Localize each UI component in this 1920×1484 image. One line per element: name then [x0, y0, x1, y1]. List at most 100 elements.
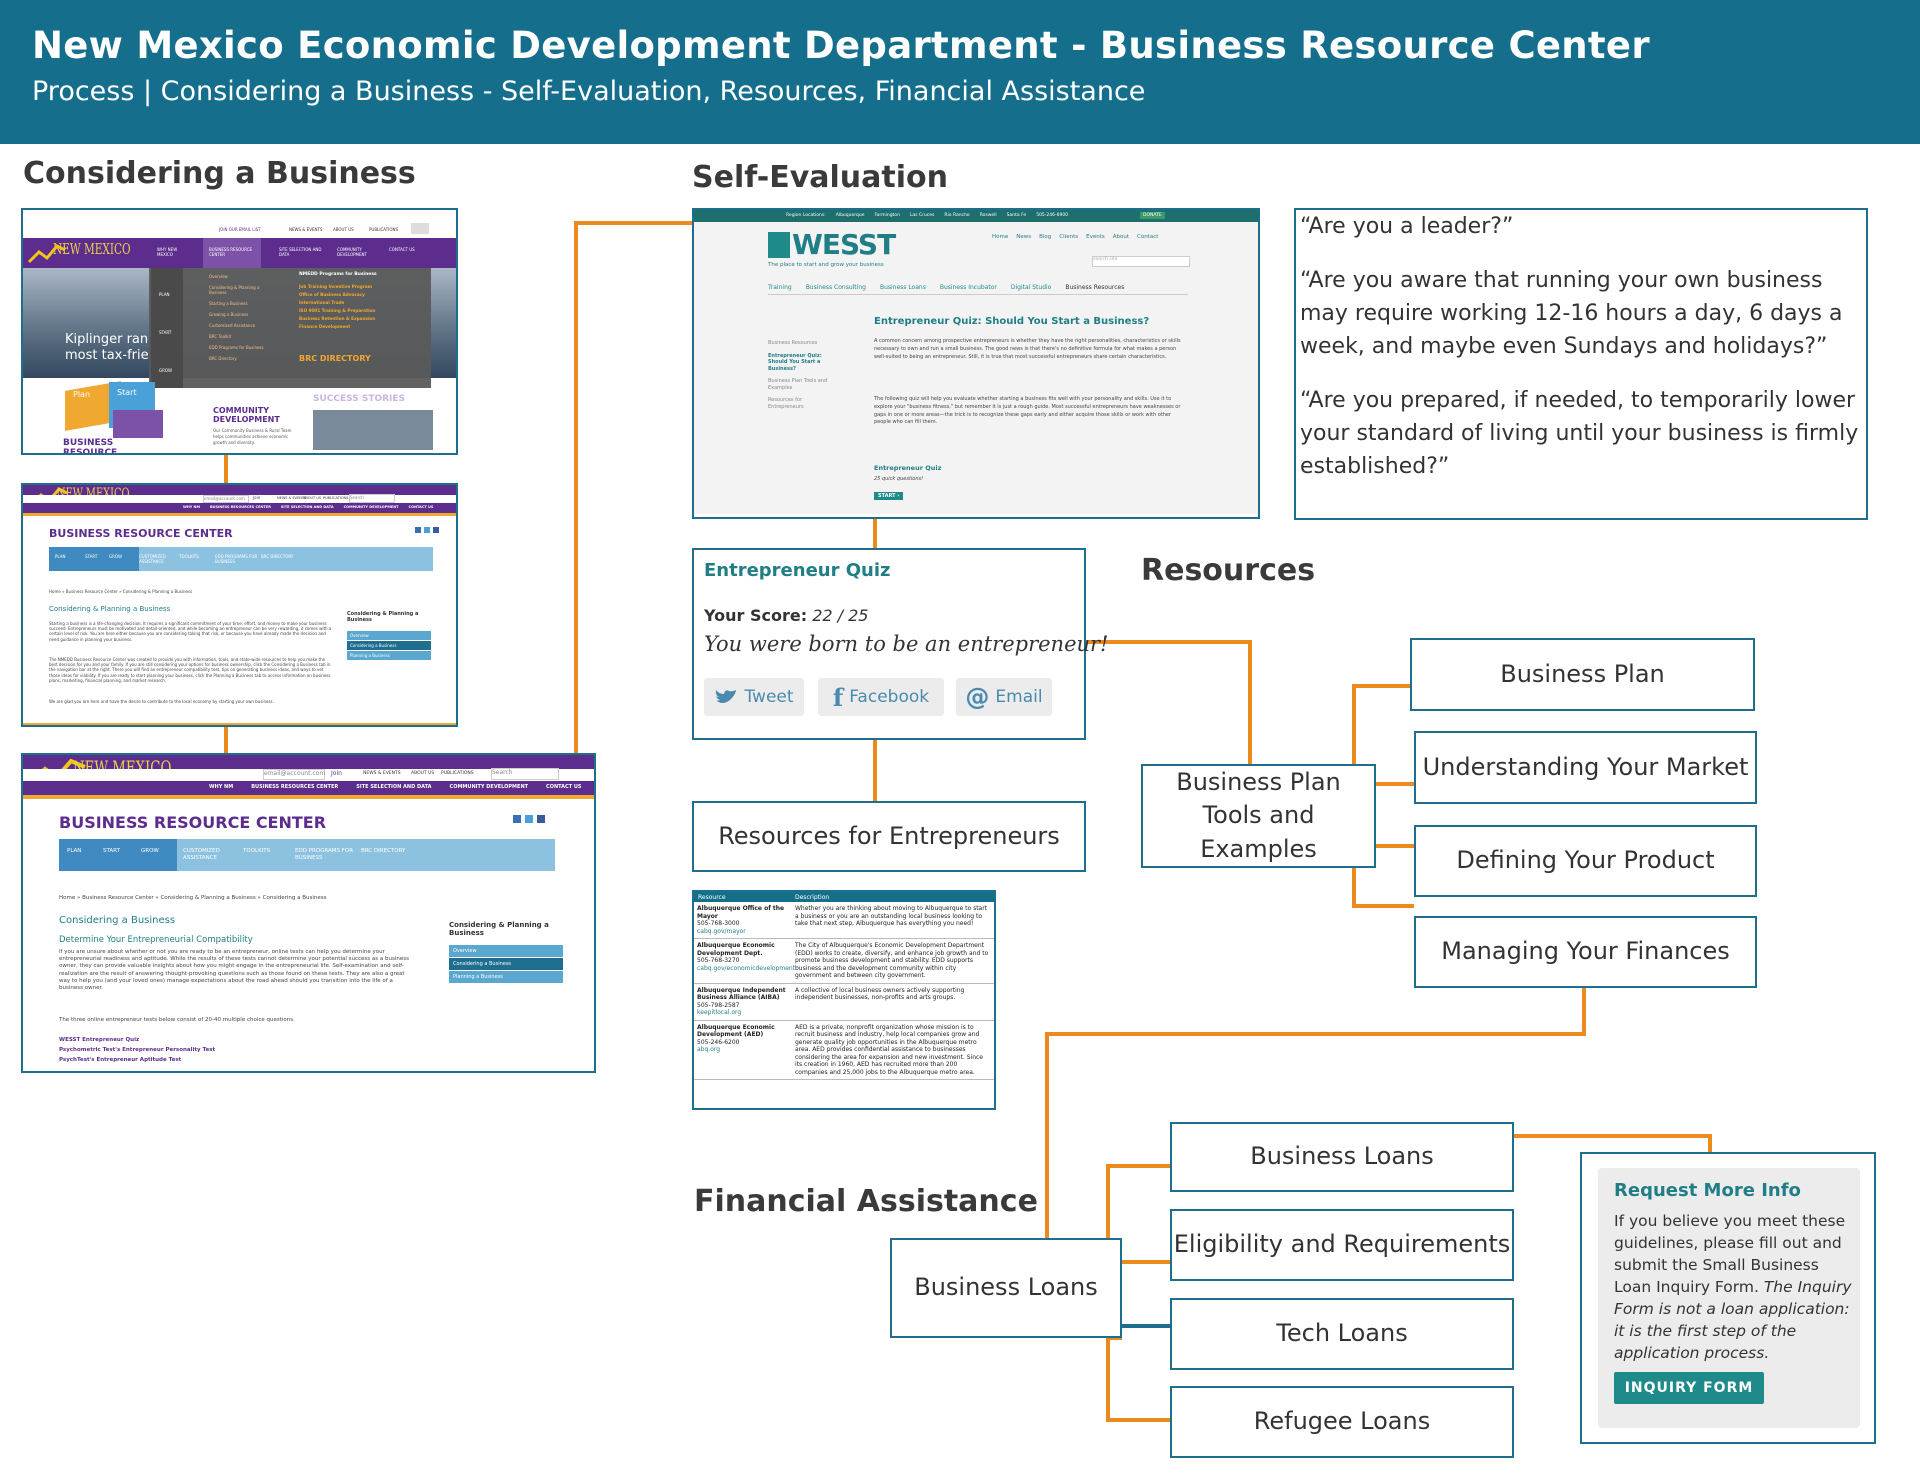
tab-item[interactable]: CUSTOMIZED ASSISTANCE [139, 554, 166, 564]
side-nav-item[interactable]: Entrepreneur Quiz: Should You Start a Bu… [768, 352, 822, 372]
social-icon[interactable] [525, 815, 533, 823]
side-nav-item[interactable]: Business Plan Tools and Examples [768, 378, 828, 391]
main-nav-item[interactable]: Training [768, 284, 792, 291]
nav-item[interactable]: BUSINESS RESOURCES CENTER [251, 784, 339, 790]
top-link[interactable]: NEWS & EVENTS [289, 227, 323, 232]
top-nav-item[interactable]: Events [1086, 234, 1105, 240]
tab-item[interactable]: TOOLKITS [243, 848, 271, 854]
region-item[interactable]: Rio Rancho [944, 213, 970, 218]
nav-item[interactable]: COMMUNITY DEVELOPMENT [449, 784, 529, 790]
node-tech-loans[interactable]: Tech Loans [1170, 1298, 1514, 1370]
top-link[interactable]: ABOUT US [303, 496, 322, 500]
side-nav-item[interactable]: Overview [449, 945, 563, 957]
tab-item[interactable]: GROW [109, 554, 122, 559]
nav-item[interactable]: SITE SELECTION AND DATA [279, 247, 322, 257]
main-nav-item[interactable]: Business Consulting [805, 284, 866, 291]
inquiry-form-button[interactable]: INQUIRY FORM [1614, 1372, 1764, 1404]
social-icon[interactable] [537, 815, 545, 823]
menu-item[interactable]: Office of Business Advocacy [299, 292, 365, 297]
main-nav-item[interactable]: Digital Studio [1010, 284, 1052, 291]
node-managing-finances[interactable]: Managing Your Finances [1414, 916, 1757, 988]
menu-item[interactable]: Starting a Business [209, 301, 248, 306]
nav-item[interactable]: CONTACT US [408, 505, 434, 509]
email-input[interactable]: email@account.com [203, 495, 249, 503]
top-nav-item[interactable]: About [1112, 234, 1129, 240]
tab-item[interactable]: GROW [141, 848, 159, 854]
join-link[interactable]: Join [253, 495, 261, 500]
region-item[interactable]: Santa Fe [1006, 213, 1027, 218]
top-link[interactable]: PUBLICATIONS [323, 496, 349, 500]
nav-item[interactable]: WHY NM [183, 505, 200, 509]
side-nav-item[interactable]: Business Resources [768, 340, 818, 346]
resource-link[interactable]: keepitlocal.org [697, 1009, 742, 1016]
start-label[interactable]: Start [117, 388, 137, 397]
top-nav-item[interactable]: News [1016, 234, 1032, 240]
brc-directory-link[interactable]: BRC DIRECTORY [299, 354, 371, 363]
nav-item[interactable]: WHY NM [209, 784, 234, 790]
social-icon[interactable] [513, 815, 521, 823]
test-link[interactable]: WESST Entrepreneur Quiz [59, 1037, 140, 1043]
node-business-plan-tools[interactable]: Business Plan Tools and Examples [1141, 764, 1376, 868]
menu-item[interactable]: Job Training Incentive Program [299, 284, 373, 289]
social-icon[interactable] [433, 527, 439, 533]
node-refugee-loans[interactable]: Refugee Loans [1170, 1386, 1514, 1458]
region-item[interactable]: Roswell [979, 213, 997, 218]
node-business-loans[interactable]: Business Loans [1170, 1122, 1514, 1192]
top-link[interactable]: NEWS & EVENTS [363, 771, 401, 776]
main-nav-item[interactable]: Business Incubator [939, 284, 997, 291]
nav-item[interactable]: SITE SELECTION AND DATA [280, 505, 334, 509]
menu-icon-grow[interactable]: GROW [159, 368, 172, 373]
test-link[interactable]: PsychTest's Entrepreneur Aptitude Test [59, 1057, 182, 1063]
main-nav-item[interactable]: Business Resources [1065, 284, 1125, 291]
node-defining-product[interactable]: Defining Your Product [1414, 825, 1757, 897]
region-item[interactable]: Farmington [874, 213, 900, 218]
tweet-button[interactable]: Tweet [704, 678, 804, 716]
node-business-plan[interactable]: Business Plan [1410, 638, 1755, 711]
tab-item[interactable]: PLAN [67, 848, 82, 854]
search-input[interactable]: Search [349, 494, 395, 503]
side-nav-item[interactable]: Planning a Business [449, 971, 563, 983]
tab-item[interactable]: BRC DIRECTORY [261, 554, 294, 559]
tab-item[interactable]: START [103, 848, 120, 854]
side-nav-item[interactable]: Considering a Business [347, 641, 431, 650]
nav-item[interactable]: COMMUNITY DEVELOPMENT [337, 247, 367, 257]
resource-link[interactable]: cabq.gov/economicdevelopment [697, 964, 796, 972]
nav-item[interactable]: CONTACT US [546, 784, 582, 790]
nav-item[interactable]: CONTACT US [389, 247, 415, 252]
top-nav-item[interactable]: Clients [1059, 234, 1079, 240]
side-nav-item[interactable]: Considering a Business [449, 958, 563, 970]
region-item[interactable]: Las Cruces [909, 213, 935, 218]
main-nav-item[interactable]: Business Loans [879, 284, 926, 291]
nav-item[interactable]: BUSINESS RESOURCES CENTER [209, 505, 271, 509]
menu-item[interactable]: Finance Development [299, 324, 351, 329]
nav-item[interactable]: COMMUNITY DEVELOPMENT [343, 505, 399, 509]
node-eligibility-requirements[interactable]: Eligibility and Requirements [1170, 1209, 1514, 1281]
top-link[interactable]: ABOUT US [333, 227, 354, 232]
side-nav-item[interactable]: Overview [347, 631, 431, 640]
donate-button[interactable]: DONATE [1140, 212, 1165, 219]
tab-item[interactable]: START [85, 554, 98, 559]
social-icon[interactable] [415, 527, 421, 533]
top-nav-item[interactable]: Home [992, 234, 1009, 240]
tab-item[interactable]: PLAN [55, 554, 66, 559]
menu-item[interactable]: Growing a Business [209, 312, 249, 317]
nav-item[interactable]: WHY NEW MEXICO [157, 247, 178, 257]
menu-item[interactable]: Considering & Planning a Business [209, 285, 260, 295]
menu-item[interactable]: Business Retention & Expansion [299, 316, 376, 321]
region-item[interactable]: Region Locations: [786, 213, 826, 218]
nav-item-active[interactable]: BUSINESS RESOURCE CENTER [209, 247, 253, 257]
menu-item[interactable]: EDD Programs for Business [209, 345, 264, 350]
test-link[interactable]: Psychometric Test's Entrepreneur Persona… [59, 1047, 216, 1053]
nav-item[interactable]: SITE SELECTION AND DATA [356, 784, 432, 790]
tab-item[interactable]: EDD PROGRAMS FOR BUSINESS [295, 848, 354, 861]
email-input[interactable]: email@account.com [263, 769, 325, 780]
side-nav-item[interactable]: Resources for Entrepreneurs [768, 397, 804, 410]
top-link[interactable]: JOIN OUR EMAIL LIST [219, 227, 261, 232]
menu-item[interactable]: Customized Assistance [209, 323, 256, 328]
region-item[interactable]: 505-246-6900 [1036, 213, 1069, 218]
region-item[interactable]: Albuquerque [835, 213, 865, 218]
tab-item[interactable]: CUSTOMIZED ASSISTANCE [183, 848, 220, 861]
resource-link[interactable]: cabq.gov/mayor [697, 927, 746, 935]
tab-item[interactable]: TOOLKITS [179, 554, 199, 559]
menu-item[interactable]: BRC Directory [209, 356, 237, 361]
